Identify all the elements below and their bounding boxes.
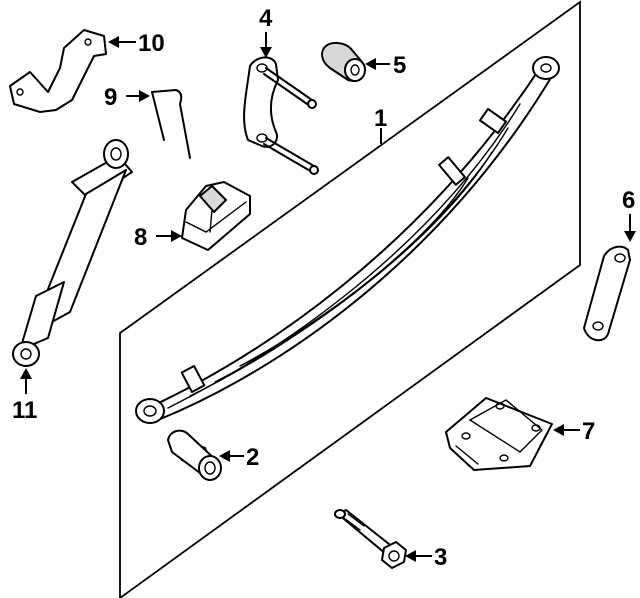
bracket-part-10[interactable] [9, 29, 107, 113]
spring-plate-part-7[interactable] [445, 397, 553, 471]
callout-6: 6 [622, 187, 635, 214]
callout-10: 10 [138, 30, 165, 57]
callout-2: 2 [246, 444, 259, 471]
link-plate-part-6[interactable] [583, 245, 631, 342]
callout-11: 11 [12, 397, 37, 424]
callout-1: 1 [374, 105, 387, 132]
callout-3: 3 [434, 544, 447, 571]
bracket-part-8[interactable] [181, 181, 251, 251]
shackle-bushing-part-5[interactable] [321, 42, 366, 82]
u-bolt-part-9[interactable] [151, 89, 191, 159]
assembly-boundary [119, 0, 581, 598]
callout-5: 5 [393, 52, 406, 79]
callout-9: 9 [104, 84, 117, 111]
callout-4: 4 [259, 5, 273, 32]
bushing-part-2[interactable] [167, 429, 222, 481]
callout-7: 7 [582, 418, 595, 445]
shackle-part-4[interactable] [243, 56, 319, 175]
leaf-spring-part-1[interactable] [135, 56, 560, 424]
leader-lines [20, 32, 636, 562]
shock-absorber-part-11[interactable] [12, 139, 133, 367]
callout-8: 8 [134, 224, 147, 251]
bolt-part-3[interactable] [334, 509, 407, 569]
